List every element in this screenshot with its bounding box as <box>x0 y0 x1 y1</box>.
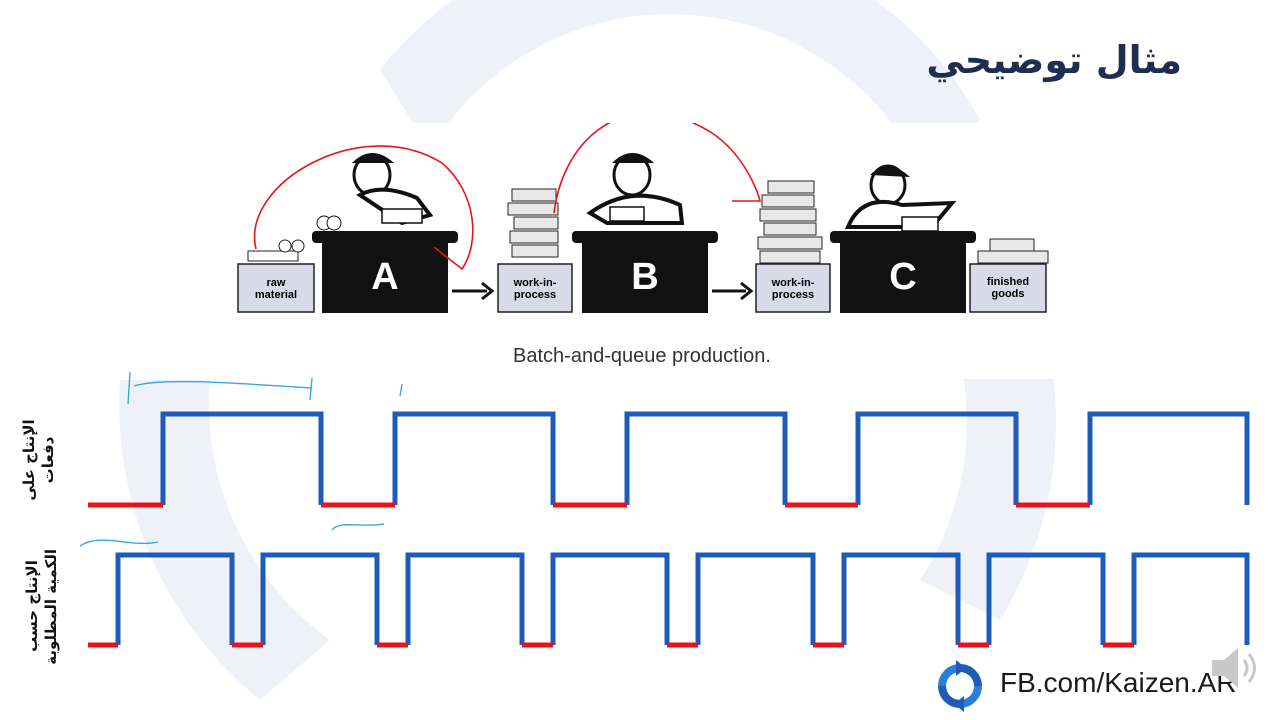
figure-caption: Batch-and-queue production. <box>513 345 771 367</box>
speaker-icon[interactable] <box>1206 638 1266 698</box>
wip-2-label-1: work-in- <box>771 277 815 289</box>
demand-production-wave <box>88 552 1250 648</box>
batch-production-wave <box>88 411 1250 508</box>
demand-wave-production-line <box>115 552 1250 645</box>
wip-1-label-1: work-in- <box>513 277 557 289</box>
raw-material-label-1: raw <box>267 277 286 289</box>
batch-wave-production-line <box>160 411 1250 505</box>
wip-box-2: work-in- process <box>755 180 831 313</box>
station-c: C <box>830 164 976 313</box>
wip-1-label-2: process <box>514 289 556 301</box>
batch-queue-illustration: raw material A <box>237 123 1049 313</box>
raw-material-label-2: material <box>255 289 297 301</box>
finished-goods-box: finished goods <box>969 238 1049 313</box>
flow-arrow-1 <box>452 281 495 301</box>
raw-material-box: raw material <box>237 239 315 313</box>
annotation-scribbles <box>79 371 403 547</box>
station-b-letter: B <box>631 256 658 298</box>
finished-goods-label-2: goods <box>992 288 1025 300</box>
finished-goods-label-1: finished <box>987 276 1029 288</box>
facebook-link[interactable]: FB.com/Kaizen.AR <box>1000 667 1237 698</box>
wip-2-label-2: process <box>772 289 814 301</box>
wip-box-1: work-in- process <box>497 188 573 313</box>
flow-arrow-2 <box>712 281 754 301</box>
kaizen-cycle-icon <box>938 660 982 712</box>
batch-queue-figure: raw material A <box>212 123 1072 379</box>
station-a-letter: A <box>371 256 398 298</box>
station-c-letter: C <box>889 256 916 298</box>
slide-title: مثال توضيحي <box>926 38 1182 82</box>
station-a: A <box>312 153 458 313</box>
annotation-arcs <box>253 123 762 271</box>
station-b: B <box>572 153 718 313</box>
